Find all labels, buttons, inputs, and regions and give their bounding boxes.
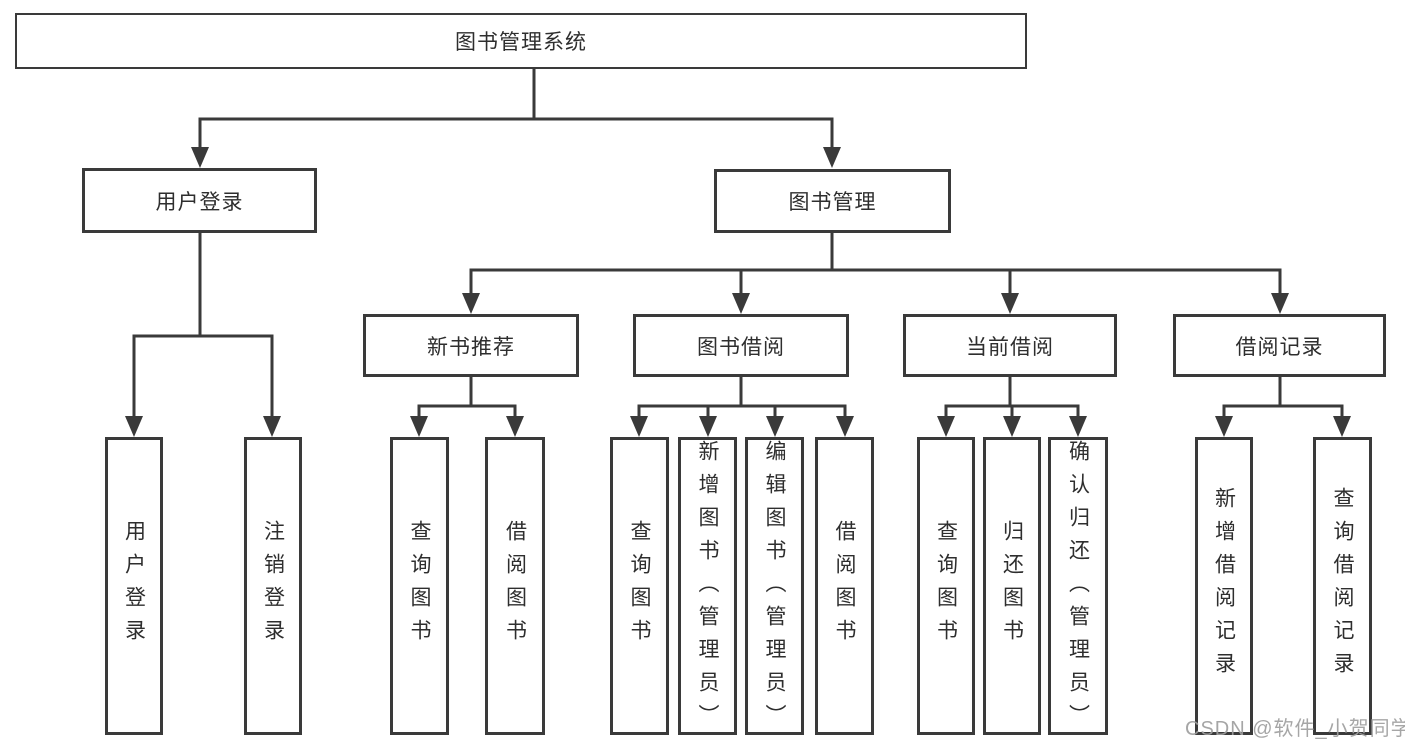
leaf-edit-book-admin: 编辑图书（管理员） [745,437,804,737]
node-borrowing-records: 借阅记录 [1173,314,1386,377]
leaf-label: 编辑图书（管理员） [763,440,786,737]
leaf-label: 用户登录 [122,520,146,652]
node-current-borrowing: 当前借阅 [903,314,1117,377]
leaf-label: 借阅图书 [833,520,856,652]
leaf-add-borrow-record: 新增借阅记录 [1195,437,1253,735]
leaf-query-books-recommend: 查询图书 [390,437,449,735]
node-book-borrowing: 图书借阅 [633,314,849,377]
leaf-query-borrow-record: 查询借阅记录 [1313,437,1372,735]
leaf-label: 确认归还（管理员） [1066,440,1090,737]
leaf-label: 查询图书 [408,520,431,652]
leaf-label: 归还图书 [1000,520,1024,652]
leaf-borrow-books: 借阅图书 [815,437,874,735]
leaf-query-books-current: 查询图书 [917,437,975,735]
leaf-return-book: 归还图书 [983,437,1041,735]
node-library-management-system: 图书管理系统 [15,13,1027,69]
leaf-label: 借阅图书 [503,520,527,652]
leaf-label: 注销登录 [261,520,285,652]
leaf-add-book-admin: 新增图书（管理员） [678,437,737,737]
node-new-book-recommendation: 新书推荐 [363,314,579,377]
leaf-label: 新增借阅记录 [1212,487,1236,685]
leaf-confirm-return-admin: 确认归还（管理员） [1048,437,1108,737]
node-book-management: 图书管理 [714,169,951,233]
leaf-user-login: 用户登录 [105,437,163,735]
leaf-query-books-borrow: 查询图书 [610,437,669,735]
leaf-label: 查询图书 [934,520,958,652]
leaf-label: 查询借阅记录 [1331,487,1354,685]
leaf-borrow-books-recommend: 借阅图书 [485,437,545,735]
leaf-label: 新增图书（管理员） [696,440,719,737]
leaf-logout: 注销登录 [244,437,302,735]
node-user-login: 用户登录 [82,168,317,233]
leaf-label: 查询图书 [628,520,651,652]
csdn-watermark: CSDN @软件_小贺同学 [1185,718,1405,740]
